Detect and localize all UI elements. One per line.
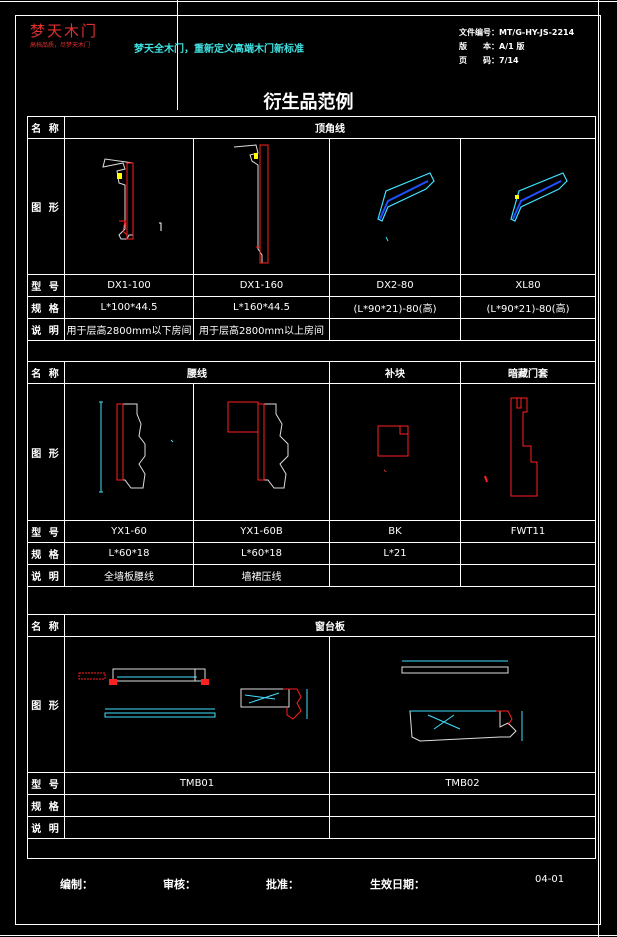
figure-tmb02	[329, 636, 596, 773]
approver-label: 批准：	[266, 878, 299, 891]
model-cell: FWT11	[460, 520, 596, 543]
spec-cell	[64, 794, 330, 817]
tagline: 梦天全木门，重新定义高端木门新标准	[134, 44, 304, 55]
model-cell: DX2-80	[329, 274, 461, 297]
spacer-row	[27, 586, 596, 615]
model-cell: YX1-60	[64, 520, 194, 543]
model-cell: DX1-160	[193, 274, 330, 297]
label-name: 名 称	[27, 116, 65, 139]
figure-xl80	[460, 138, 596, 275]
figure-yx1-60	[64, 383, 194, 521]
label-name: 名 称	[27, 614, 65, 637]
logo-slogan: 高档品质，尽梦天木门	[30, 42, 91, 49]
figure-dx2-80	[329, 138, 461, 275]
label-model: 型 号	[27, 520, 65, 543]
note-cell: 用于层高2800mm以下房间	[64, 318, 194, 341]
spec-cell: L*100*44.5	[64, 296, 194, 319]
right-border	[598, 0, 599, 937]
figure-yx1-60b	[193, 383, 330, 521]
model-cell: TMB02	[329, 772, 596, 795]
note-cell	[329, 564, 461, 587]
spec-cell: (L*90*21)-80(高)	[460, 296, 596, 319]
spec-cell: L*60*18	[64, 542, 194, 565]
label-spec: 规 格	[27, 794, 65, 817]
label-figure: 图 形	[27, 383, 65, 521]
spec-cell: L*60*18	[193, 542, 330, 565]
note-cell	[64, 816, 330, 839]
drawing-frame	[15, 15, 601, 925]
label-model: 型 号	[27, 772, 65, 795]
figure-fwt11	[460, 383, 596, 521]
spec-cell: L*160*44.5	[193, 296, 330, 319]
label-figure: 图 形	[27, 138, 65, 275]
model-cell: DX1-100	[64, 274, 194, 297]
header-divider	[177, 0, 178, 110]
section3-name: 窗台板	[64, 614, 596, 637]
spec-cell: L*21	[329, 542, 461, 565]
reviewer-label: 审核：	[163, 878, 196, 891]
note-cell	[460, 564, 596, 587]
note-cell: 全墙板腰线	[64, 564, 194, 587]
label-name: 名 称	[27, 361, 65, 384]
spacer-row	[27, 340, 596, 362]
editor-label: 编制：	[60, 878, 93, 891]
model-cell: BK	[329, 520, 461, 543]
spec-cell	[460, 542, 596, 565]
note-cell	[329, 318, 461, 341]
outer-border-top	[0, 1, 617, 2]
note-cell	[329, 816, 596, 839]
page-code: 04-01	[535, 874, 565, 885]
effective-date-label: 生效日期：	[370, 878, 425, 891]
note-cell: 用于层高2800mm以上房间	[193, 318, 330, 341]
model-cell: TMB01	[64, 772, 330, 795]
label-spec: 规 格	[27, 542, 65, 565]
spacer-row	[27, 838, 596, 859]
company-logo: 梦天木门	[30, 22, 99, 40]
figure-dx1-100	[64, 138, 194, 275]
section2-name-hidden-frame: 暗藏门套	[460, 361, 596, 384]
label-note: 说 明	[27, 816, 65, 839]
label-figure: 图 形	[27, 636, 65, 773]
model-cell: XL80	[460, 274, 596, 297]
spec-cell	[329, 794, 596, 817]
figure-bk	[329, 383, 461, 521]
product-table: 名 称 顶角线 图 形	[27, 116, 596, 859]
section1-name: 顶角线	[64, 116, 596, 139]
note-cell	[460, 318, 596, 341]
spec-cell: (L*90*21)-80(高)	[329, 296, 461, 319]
figure-tmb01	[64, 636, 330, 773]
page-title: 衍生品范例	[263, 92, 354, 113]
doc-version: 版 本：A/1 版	[459, 42, 525, 51]
figure-dx1-160	[193, 138, 330, 275]
outer-border-bottom	[0, 935, 617, 936]
label-note: 说 明	[27, 318, 65, 341]
label-model: 型 号	[27, 274, 65, 297]
section2-name-waistline: 腰线	[64, 361, 330, 384]
doc-page: 页 码：7/14	[459, 56, 519, 65]
doc-number: 文件编号：MT/G-HY-JS-2214	[459, 28, 575, 37]
model-cell: YX1-60B	[193, 520, 330, 543]
section2-name-patch: 补块	[329, 361, 461, 384]
label-note: 说 明	[27, 564, 65, 587]
note-cell: 墙裙压线	[193, 564, 330, 587]
label-spec: 规 格	[27, 296, 65, 319]
